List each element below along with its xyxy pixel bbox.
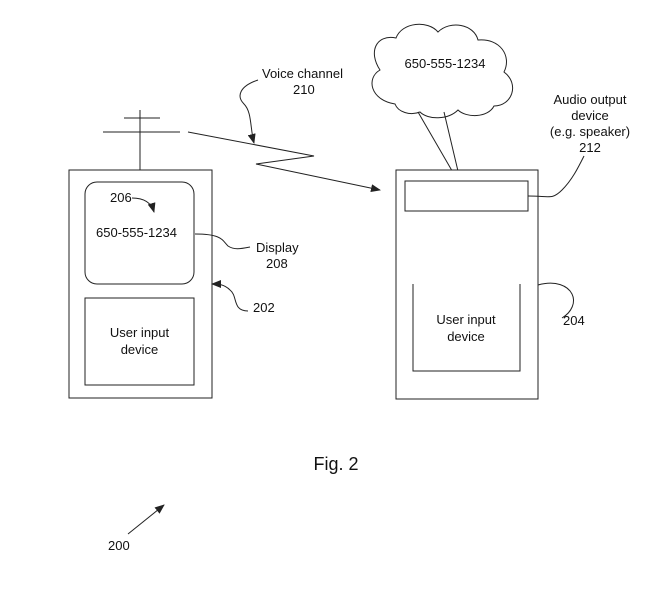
leader-display-208	[194, 233, 251, 250]
voice-channel-zigzag	[187, 131, 381, 193]
left-input-label-line2: device	[121, 342, 159, 357]
leader-voice-channel	[239, 79, 259, 144]
right-device-204: 650-555-1234 User input device Audio out…	[371, 23, 630, 400]
speech-cloud	[371, 23, 514, 119]
right-device-ref-204: 204	[563, 313, 585, 328]
figure-caption: Fig. 2	[313, 454, 358, 474]
display-label-ref-208: 208	[266, 256, 288, 271]
arrow-200	[127, 504, 165, 535]
display-label: Display	[256, 240, 299, 255]
left-input-label-line1: User input	[110, 325, 170, 340]
voice-channel-ref-210: 210	[293, 82, 315, 97]
display-ref-206: 206	[110, 190, 132, 205]
right-user-input-tray	[412, 284, 521, 372]
right-speaker-display	[404, 180, 529, 212]
audio-label-line2: device	[571, 108, 609, 123]
voice-channel-label: Voice channel	[262, 66, 343, 81]
leader-204	[537, 282, 575, 319]
audio-label-line3: (e.g. speaker)	[550, 124, 630, 139]
leader-audio-212	[527, 155, 585, 198]
left-device-202: 206 650-555-1234 Display 208 User input …	[68, 110, 299, 399]
audio-label-line1: Audio output	[553, 92, 626, 107]
cloud-number: 650-555-1234	[405, 56, 486, 71]
audio-label-ref-212: 212	[579, 140, 601, 155]
arrow-206	[131, 197, 156, 213]
figure-ref-200: 200	[108, 538, 130, 553]
left-device-ref-202: 202	[253, 300, 275, 315]
left-display-screen	[84, 181, 195, 285]
right-input-label-line2: device	[447, 329, 485, 344]
display-number: 650-555-1234	[96, 225, 177, 240]
voice-channel-210: Voice channel 210	[187, 66, 381, 193]
right-input-label-line1: User input	[436, 312, 496, 327]
left-user-input-device	[84, 297, 195, 386]
arrow-202	[211, 280, 249, 312]
